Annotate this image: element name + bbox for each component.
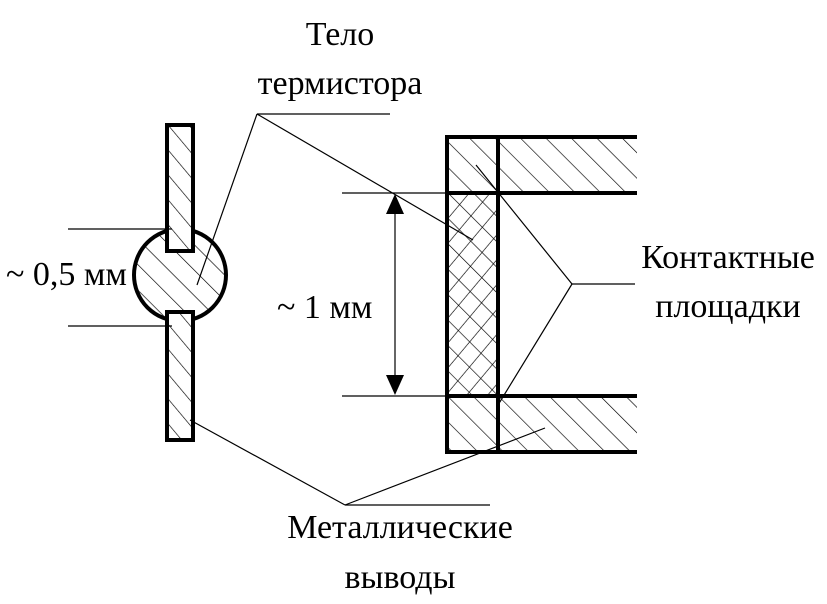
lower-contact-pad: [447, 396, 637, 452]
leads-label-line1: Металлические: [287, 509, 513, 546]
body-label-line2: термистора: [258, 65, 423, 102]
upper-contact-pad: [447, 137, 637, 193]
pads-label-line2: площадки: [655, 288, 800, 325]
pads-label-line1: Контактные: [641, 239, 815, 276]
leader-lines: [189, 113, 635, 506]
large-dimension-label: ~ 1 мм: [277, 289, 372, 326]
body-label-line1: Тело: [306, 16, 375, 53]
arrow-down-icon: [386, 375, 404, 395]
thermistor-chip-body: [447, 193, 498, 396]
thermistor-side-view: [68, 123, 228, 442]
contact-pads-view: [342, 135, 637, 454]
arrow-up-icon: [386, 194, 404, 214]
small-dimension-label: ~ 0,5 мм: [6, 256, 127, 293]
leads-label-line2: выводы: [345, 559, 456, 596]
